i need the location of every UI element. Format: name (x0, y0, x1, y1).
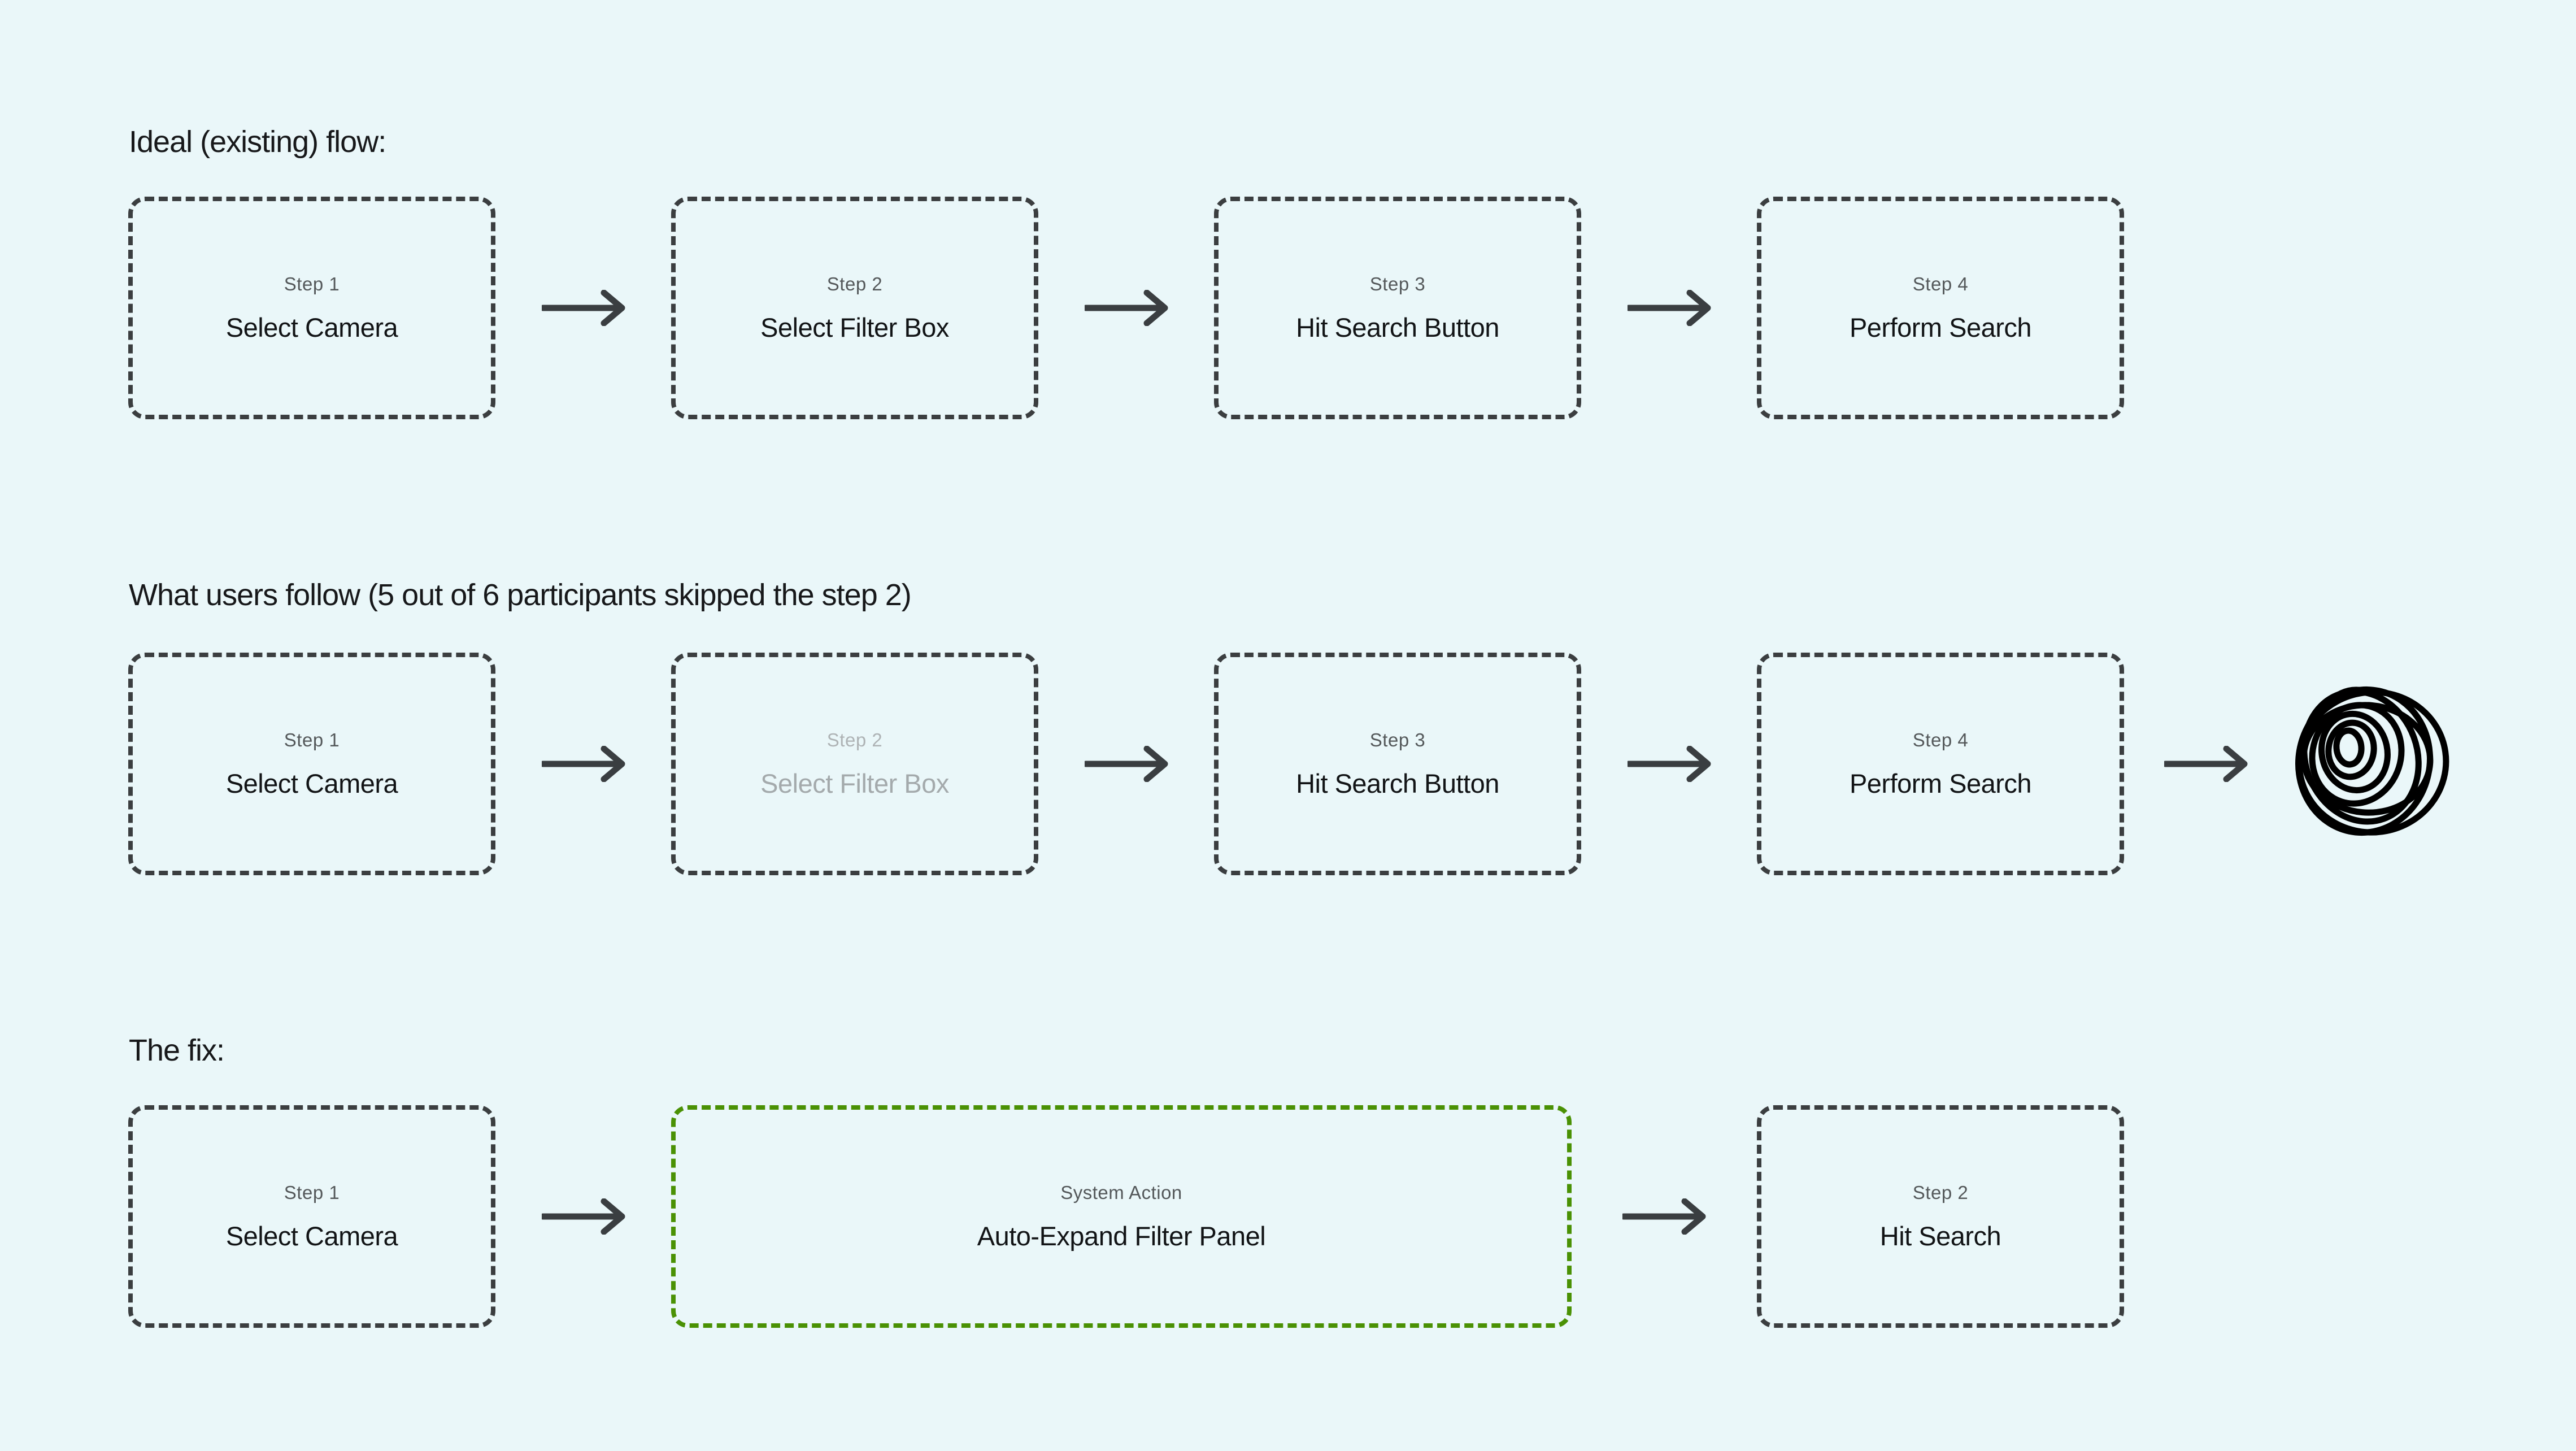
step-label: Step 2 (1912, 1181, 1969, 1203)
flow-arrow-cell (1038, 290, 1214, 326)
arrow-right-icon (1084, 746, 1168, 782)
arrow-right-icon (1627, 746, 1711, 782)
arrow-right-icon (541, 1198, 625, 1235)
step-title: Select Camera (225, 768, 398, 798)
flow-arrow-cell (495, 746, 671, 782)
flow-arrow-cell (1038, 746, 1214, 782)
step-title: Hit Search Button (1296, 312, 1499, 342)
step-label: Step 3 (1369, 273, 1426, 294)
step-label: Step 3 (1369, 729, 1426, 750)
flow-arrow-cell (2124, 746, 2288, 782)
flow-arrow-cell (1581, 290, 1757, 326)
section-heading-actual-flow: What users follow (5 out of 6 participan… (129, 578, 912, 612)
step-title: Auto-Expand Filter Panel (977, 1220, 1266, 1251)
arrow-right-icon (2164, 746, 2248, 782)
box-step4-perform-search: Step 4 Perform Search (1757, 197, 2124, 419)
scribble-icon (2295, 686, 2449, 836)
arrow-right-icon (541, 290, 625, 326)
box-system-action-auto-expand-filter-panel: System Action Auto-Expand Filter Panel (671, 1105, 1572, 1328)
box-step2-select-filter-box: Step 2 Select Filter Box (671, 197, 1038, 419)
box-step4-perform-search: Step 4 Perform Search (1757, 653, 2124, 875)
arrow-right-icon (1084, 290, 1168, 326)
box-step1-select-camera: Step 1 Select Camera (128, 653, 495, 875)
flow-arrow-cell (1572, 1198, 1757, 1235)
arrow-right-icon (1622, 1198, 1706, 1235)
step-title: Select Filter Box (760, 768, 949, 798)
step-label: Step 2 (826, 273, 883, 294)
flow-arrow-cell (495, 290, 671, 326)
flow-row-fix: Step 1 Select Camera System Action Auto-… (128, 1105, 2124, 1328)
box-step2-hit-search: Step 2 Hit Search (1757, 1105, 2124, 1328)
box-step1-select-camera: Step 1 Select Camera (128, 197, 495, 419)
arrow-right-icon (541, 746, 625, 782)
section-heading-ideal-flow: Ideal (existing) flow: (129, 125, 386, 159)
step-title: Select Filter Box (760, 312, 949, 342)
step-title: Select Camera (225, 312, 398, 342)
step-title: Hit Search (1879, 1220, 2001, 1251)
arrow-right-icon (1627, 290, 1711, 326)
box-step1-select-camera: Step 1 Select Camera (128, 1105, 495, 1328)
step-label: Step 4 (1912, 729, 1969, 750)
step-label: Step 4 (1912, 273, 1969, 294)
step-label: Step 1 (284, 1181, 340, 1203)
step-title: Hit Search Button (1296, 768, 1499, 798)
step-label: System Action (1060, 1181, 1182, 1203)
box-step2-select-filter-box-skipped: Step 2 Select Filter Box (671, 653, 1038, 875)
step-title: Perform Search (1849, 768, 2032, 798)
flow-arrow-cell (1581, 746, 1757, 782)
step-title: Perform Search (1849, 312, 2032, 342)
box-step3-hit-search-button: Step 3 Hit Search Button (1214, 653, 1581, 875)
box-step3-hit-search-button: Step 3 Hit Search Button (1214, 197, 1581, 419)
flow-arrow-cell (495, 1198, 671, 1235)
section-heading-the-fix: The fix: (129, 1033, 225, 1067)
step-label: Step 1 (284, 273, 340, 294)
step-title: Select Camera (225, 1220, 398, 1251)
flow-row-ideal: Step 1 Select Camera Step 2 Select Filte… (128, 197, 2124, 419)
step-label: Step 2 (826, 729, 883, 750)
scribble-dead-end (2288, 682, 2452, 840)
step-label: Step 1 (284, 729, 340, 750)
flow-row-actual: Step 1 Select Camera Step 2 Select Filte… (128, 653, 2452, 875)
